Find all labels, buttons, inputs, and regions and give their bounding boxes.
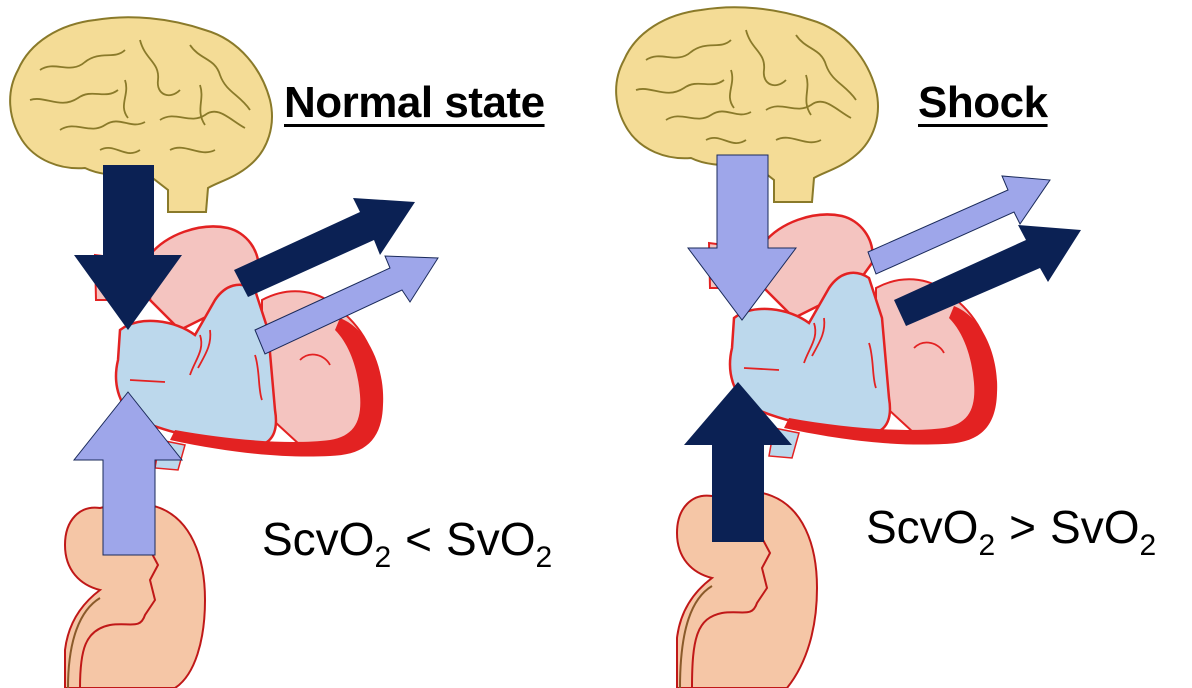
formula-right-shock: SvO	[1050, 501, 1140, 553]
formula-operator-normal: <	[405, 513, 433, 565]
formula-operator-shock: >	[1009, 501, 1037, 553]
formula-shock: ScvO2>SvO2	[866, 500, 1156, 561]
panel-shock: Shock ScvO2>SvO2	[596, 0, 1192, 688]
normal-state-illustration	[9, 16, 439, 688]
formula-left-shock: ScvO	[866, 501, 979, 553]
arrow-outflow-lower-dark	[894, 225, 1081, 326]
arrow-kidney-to-heart-dark	[684, 382, 792, 542]
arrow-brain-to-heart-light	[687, 154, 797, 321]
panel-title-shock: Shock	[918, 78, 1048, 127]
formula-left-sub-normal: 2	[374, 541, 392, 574]
panel-title-normal: Normal state	[284, 78, 545, 127]
arrow-outflow-lower-light	[254, 255, 439, 355]
formula-left-sub-shock: 2	[978, 529, 996, 562]
formula-right-sub-normal: 2	[535, 541, 553, 574]
panel-normal-state: Normal state ScvO2<SvO2	[9, 16, 552, 688]
formula-left-normal: ScvO	[262, 513, 375, 565]
brain-icon	[615, 6, 879, 203]
formula-right-sub-shock: 2	[1139, 529, 1157, 562]
shock-illustration	[615, 6, 1081, 688]
formula-right-normal: SvO	[446, 513, 536, 565]
arrow-brain-to-heart-dark	[74, 165, 182, 330]
arrow-outflow-upper-dark	[234, 198, 415, 297]
arrow-kidney-to-heart-light	[72, 391, 184, 556]
brain-icon	[9, 16, 273, 213]
arrow-outflow-upper-light	[867, 175, 1051, 275]
formula-normal: ScvO2<SvO2	[262, 512, 552, 573]
